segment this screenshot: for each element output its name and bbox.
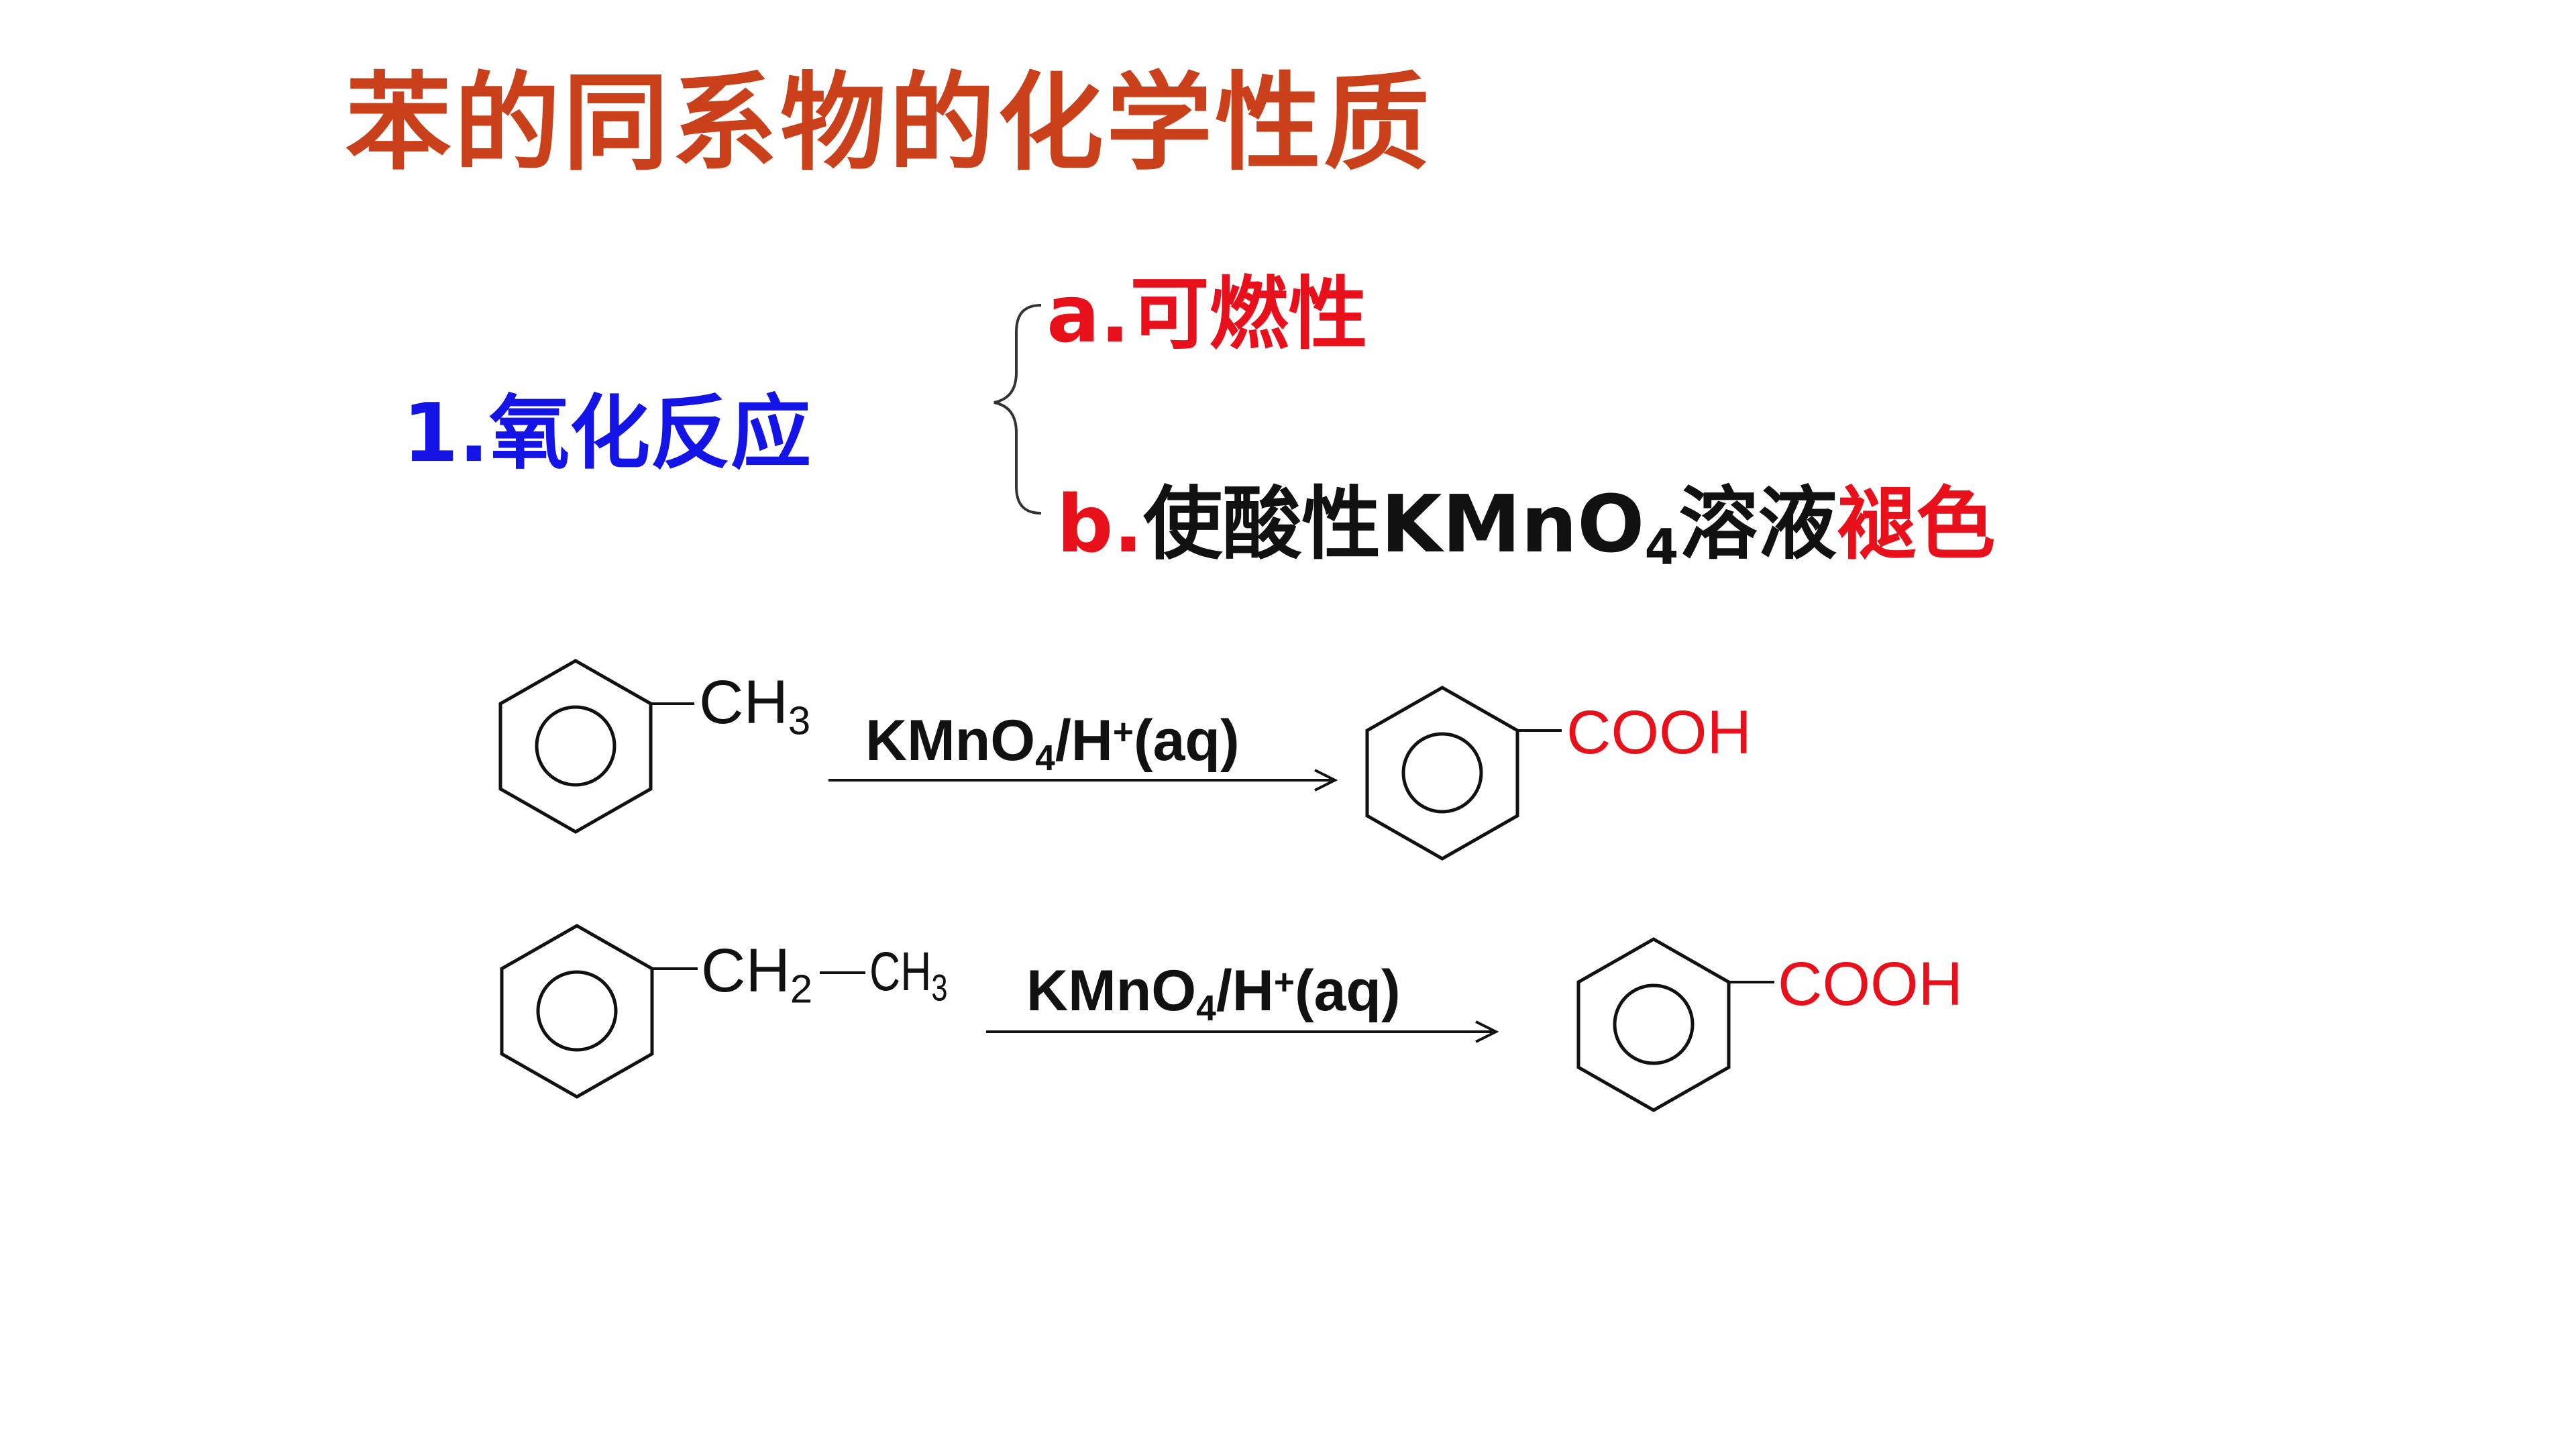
benzene-ring-benzoic-acid-1	[1365, 686, 1519, 861]
reagent-2-tail: (aq)	[1294, 959, 1401, 1023]
benzene-ring-ethylbenzene	[500, 924, 654, 1099]
slide-title: 苯的同系物的化学性质	[345, 62, 1432, 185]
reagent-2-sup: +	[1273, 963, 1295, 1003]
reagent-2-kmno: KMnO	[1026, 959, 1197, 1023]
reagent-2: KMnO4/H+(aq)	[1026, 958, 1401, 1026]
reactant-1-ch3-main: CH	[699, 668, 788, 737]
reagent-1-kmno: KMnO	[865, 708, 1036, 773]
option-a-text: 可燃性	[1130, 268, 1368, 360]
reactant-2-ch3: CH3	[869, 941, 948, 1006]
option-a: a.可燃性	[1046, 250, 1367, 364]
section-heading: 1.氧化反应	[402, 387, 812, 480]
option-b-text-before: 使酸性KMnO	[1143, 478, 1645, 570]
reagent-1-tail: (aq)	[1133, 708, 1240, 773]
option-b-text-after: 溶液	[1678, 478, 1837, 570]
reactant-2-ch2-sub: 2	[790, 966, 813, 1012]
reagent-2-sub: 4	[1196, 988, 1216, 1028]
product-1-cooh: COOH	[1566, 698, 1752, 767]
reactant-2-ch3-sub: 3	[931, 967, 948, 1009]
option-b-highlight: 褪色	[1837, 478, 1996, 570]
benzene-ring-toluene	[498, 659, 653, 834]
reaction-arrow-1	[828, 769, 1338, 792]
option-b-subscript: 4	[1644, 519, 1679, 576]
curly-brace	[994, 304, 1042, 515]
reagent-1-sup: +	[1112, 712, 1134, 753]
reagent-2-h: /H	[1216, 959, 1274, 1023]
option-a-prefix: a.	[1046, 268, 1130, 360]
reactant-1-ch3: CH3	[699, 667, 810, 741]
benzene-ring-benzoic-acid-2	[1576, 937, 1731, 1112]
option-b: b.使酸性KMnO4溶液褪色	[1057, 460, 1995, 574]
reactant-2-ch2: CH2	[701, 936, 812, 1009]
reagent-1-h: /H	[1055, 708, 1113, 773]
product-2-cooh: COOH	[1778, 950, 1963, 1018]
reactant-2-ch2-main: CH	[701, 936, 790, 1005]
reactant-2-ch3-main: CH	[869, 941, 932, 1002]
option-b-prefix: b.	[1057, 478, 1144, 570]
reagent-1: KMnO4/H+(aq)	[865, 708, 1240, 776]
reactant-1-ch3-sub: 3	[788, 698, 811, 743]
reagent-1-sub: 4	[1035, 738, 1055, 778]
reaction-arrow-2	[986, 1020, 1499, 1043]
